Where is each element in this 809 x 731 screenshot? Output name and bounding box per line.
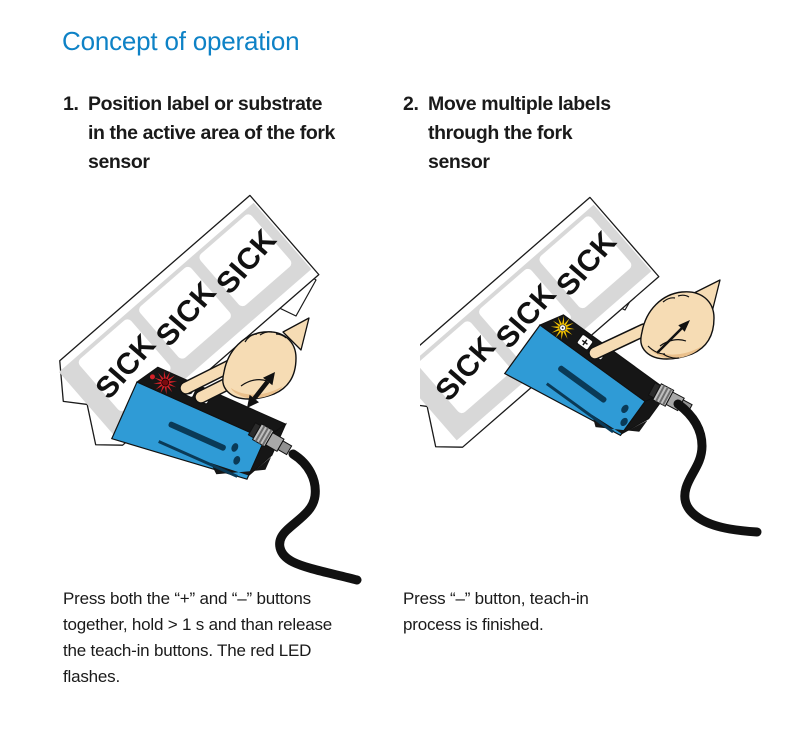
knuckle-lines (244, 331, 287, 343)
led-red-starburst-icon (149, 366, 182, 399)
hand-two-fingers (179, 317, 310, 404)
led-indicator-dot (149, 374, 155, 380)
mounting-slot (558, 365, 607, 403)
palm (640, 291, 715, 360)
illustration-step2: + (420, 196, 762, 537)
mounting-slot (168, 421, 226, 451)
sensor-cable (673, 399, 762, 537)
step2-heading-text: Move multiple labels through the fork se… (428, 93, 611, 173)
plus-button: + (576, 334, 594, 351)
hand-one-finger (588, 279, 721, 360)
fork-gap-line (545, 382, 615, 434)
led-yellow-starburst-icon (545, 311, 580, 345)
step2-heading: 2. Move multiple labels through the fork… (403, 90, 638, 177)
sensor-cable (275, 449, 362, 585)
screw-hole (620, 417, 628, 427)
palm-shading (231, 386, 283, 399)
screw-hole (231, 443, 239, 452)
motion-arrow-single (656, 320, 690, 354)
step1-number: 1. (63, 93, 79, 115)
screw-hole (233, 456, 241, 465)
knuckle-lines (662, 294, 690, 303)
thumb-line (659, 339, 687, 347)
screw-hole (621, 404, 629, 414)
step1-caption: Press both the “+” and “–” buttons toget… (63, 589, 333, 686)
sensor-underside (592, 414, 648, 434)
motion-arrow-double (247, 372, 275, 408)
step1-heading: 1. Position label or substrate in the ac… (63, 90, 336, 177)
fork-gap-line (158, 440, 238, 478)
page-title: Concept of operation (62, 26, 300, 56)
index-finger (589, 324, 650, 359)
palm-shading (650, 346, 702, 359)
thumb-line (240, 379, 268, 387)
step1-heading-text: Position label or substrate in the activ… (88, 93, 335, 173)
step2-number: 2. (403, 93, 419, 115)
illustration-step1: SICK SICK SICK (55, 194, 362, 585)
wrist-wedge (282, 317, 310, 351)
step2-caption: Press “–” button, teach-in process is fi… (403, 589, 589, 634)
